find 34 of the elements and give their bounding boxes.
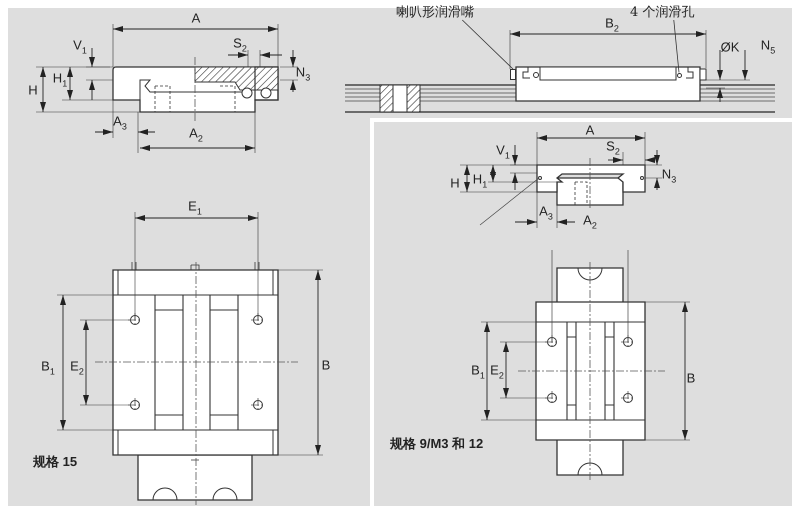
dimension-label: B$_{2}$ [605, 16, 619, 34]
dimension-label: ØK [720, 40, 740, 54]
dimension-label: A$_{2}$ [583, 214, 597, 230]
dimension-label: S$_{2}$ [233, 36, 247, 54]
dimension-label: S$_{2}$ [606, 140, 620, 156]
dimension-label: B [686, 372, 696, 384]
dimension-label: N$_{5}$ [760, 38, 776, 56]
leader-line [673, 20, 680, 73]
dimension-label: H$_{1}$ [472, 172, 488, 190]
dimension-label: A$_{2}$ [189, 126, 203, 144]
dimension-label: E$_{2}$ [70, 360, 84, 376]
size-caption: 规格 15 [33, 455, 78, 468]
callout-text: 4 个润滑孔 [630, 6, 694, 19]
dimension-label: H$_{1}$ [52, 72, 68, 88]
dimension-label: V$_{1}$ [73, 38, 87, 56]
dimension-label: A [586, 124, 594, 136]
dimension-label: E$_{2}$ [490, 364, 504, 380]
dimension-label: N$_{3}$ [662, 168, 676, 184]
dimension-label: B [322, 358, 330, 372]
dimension-label: A$_{3}$ [539, 204, 553, 222]
dimension-label: H [450, 176, 460, 190]
lube-hole [676, 72, 682, 78]
dimension-label: B$_{1}$ [471, 364, 485, 380]
dimension-label: A$_{3}$ [113, 114, 127, 132]
dimension-label: N$_{3}$ [296, 66, 310, 82]
dimension-label: V$_{1}$ [496, 144, 510, 160]
dimension-label: B$_{1}$ [41, 360, 55, 376]
lube-nipple [510, 69, 516, 80]
leader-line [462, 20, 514, 70]
dimension-label: H [28, 84, 38, 96]
dimension-label: A [192, 12, 200, 24]
callout-text: 喇叭形润滑嘴 [396, 6, 474, 19]
size-caption: 规格 9/M3 和 12 [390, 437, 484, 450]
dimension-label: E$_{1}$ [188, 200, 202, 216]
